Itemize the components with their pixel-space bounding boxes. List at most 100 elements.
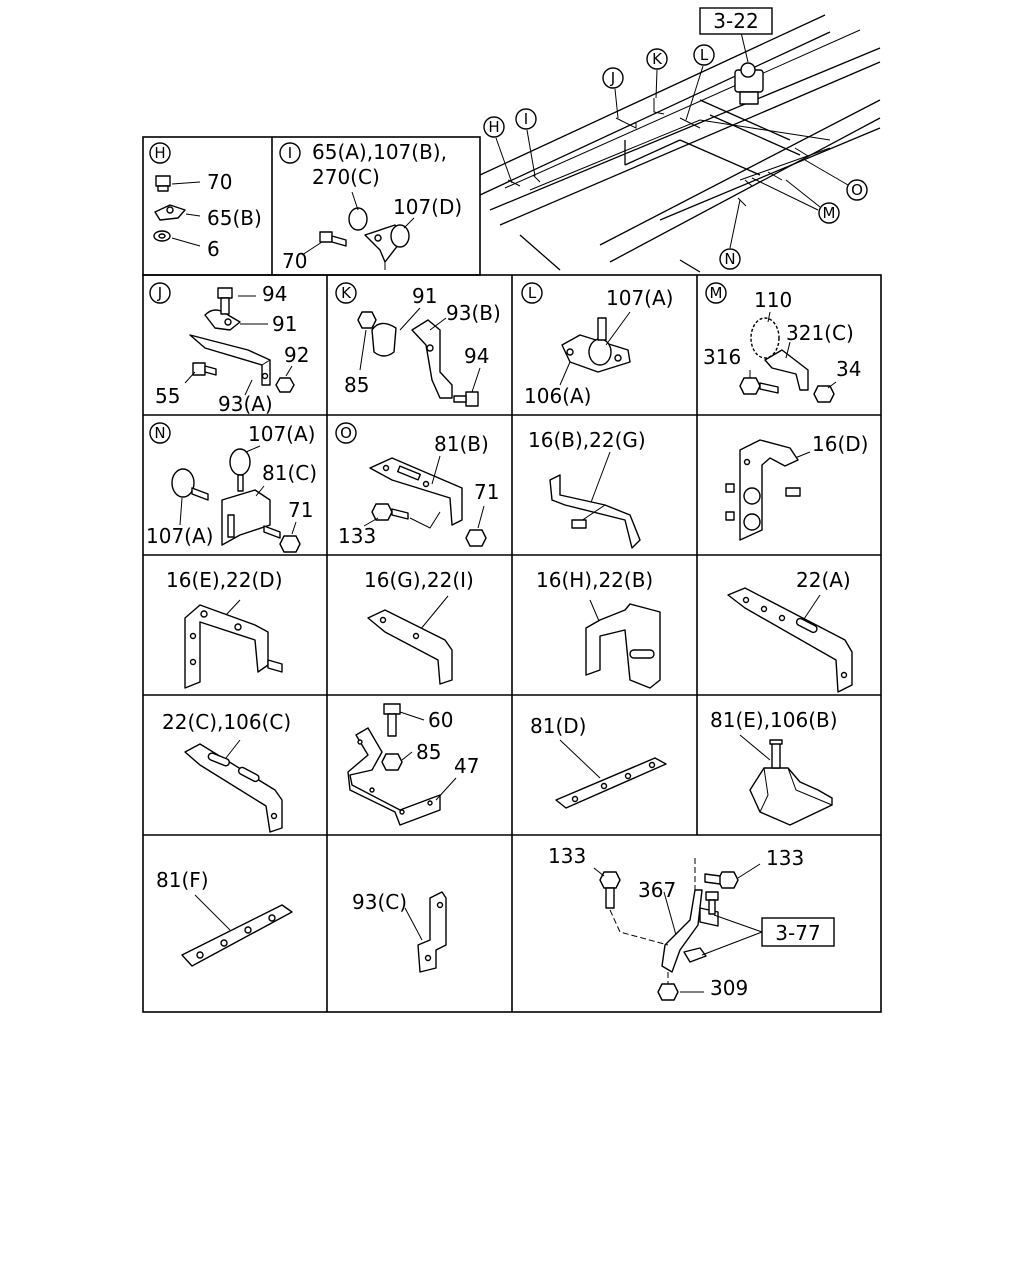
nut-309 — [657, 983, 679, 1001]
svg-text:133: 133 — [766, 846, 804, 870]
nut-85-c — [381, 753, 403, 771]
cell-16b-22g: 16(B),22(G) — [528, 428, 646, 549]
clamp-107a-n-left — [171, 468, 209, 501]
bolt-70 — [155, 175, 171, 192]
bracket-16g — [367, 609, 453, 685]
cell-N: N 107(A) 81(C) 71 107(A) — [146, 422, 317, 553]
svg-text:N: N — [724, 250, 735, 268]
svg-text:93(C): 93(C) — [352, 890, 407, 914]
bracket-107d-clip — [348, 207, 410, 263]
svg-text:3-22: 3-22 — [713, 9, 758, 33]
svg-text:270(C): 270(C) — [312, 165, 380, 189]
cell-L: L 107(A) 106(A) — [521, 282, 673, 408]
callout-O-overview: O — [846, 179, 868, 201]
svg-text:81(C): 81(C) — [262, 461, 317, 485]
svg-text:M: M — [823, 204, 836, 222]
cell-22a: 22(A) — [727, 568, 853, 693]
cell-60-85-47: 60 85 47 — [347, 703, 479, 826]
callout-M-overview: M — [818, 202, 840, 224]
cell-22c-106c: 22(C),106(C) — [162, 710, 291, 833]
cell-81f: 81(F) — [156, 868, 293, 967]
svg-text:16(D): 16(D) — [812, 432, 868, 456]
svg-text:81(E),106(B): 81(E),106(B) — [710, 708, 838, 732]
nut-85 — [357, 311, 377, 329]
svg-text:65(A),107(B),: 65(A),107(B), — [312, 140, 447, 164]
callout-L-overview: L — [693, 44, 715, 66]
bolt-right-small — [705, 891, 719, 915]
clip-65b — [154, 204, 186, 221]
svg-text:81(D): 81(D) — [530, 714, 586, 738]
svg-text:H: H — [488, 118, 499, 136]
svg-text:I: I — [288, 144, 292, 162]
svg-text:309: 309 — [710, 976, 748, 1000]
svg-text:110: 110 — [754, 288, 792, 312]
bolt-71 — [263, 525, 301, 553]
clip-91-k — [371, 322, 397, 357]
svg-text:81(B): 81(B) — [434, 432, 489, 456]
nut-34 — [813, 385, 835, 403]
svg-text:I: I — [524, 110, 528, 128]
svg-text:N: N — [154, 424, 165, 442]
svg-text:70: 70 — [282, 249, 307, 273]
svg-text:L: L — [700, 46, 709, 64]
svg-text:85: 85 — [416, 740, 441, 764]
clamp-107a-l — [588, 317, 612, 366]
svg-text:71: 71 — [288, 498, 313, 522]
svg-text:92: 92 — [284, 343, 309, 367]
svg-text:47: 47 — [454, 754, 479, 778]
bracket-16h — [585, 603, 661, 689]
svg-text:93(A): 93(A) — [218, 392, 273, 416]
bracket-16b — [549, 474, 641, 549]
svg-text:L: L — [528, 284, 537, 302]
svg-text:107(A): 107(A) — [248, 422, 315, 446]
cell-133-367-309: 133 133 367 309 — [548, 844, 835, 1001]
cell-K: K 91 93(B) 85 94 — [335, 282, 501, 407]
cell-16d: 16(D) — [725, 432, 868, 541]
svg-text:106(A): 106(A) — [524, 384, 591, 408]
bolt-316 — [739, 377, 779, 395]
cell-81e-106b: 81(E),106(B) — [710, 708, 838, 826]
svg-text:34: 34 — [836, 357, 861, 381]
svg-text:91: 91 — [412, 284, 437, 308]
svg-text:M: M — [710, 284, 723, 302]
svg-text:321(C): 321(C) — [786, 321, 854, 345]
svg-text:16(G),22(I): 16(G),22(I) — [364, 568, 474, 592]
plate-81f — [181, 904, 293, 967]
fitting — [683, 947, 707, 963]
cell-81d: 81(D) — [530, 714, 667, 809]
svg-text:91: 91 — [272, 312, 297, 336]
bolt-55 — [192, 362, 217, 376]
chassis-overview: H I J K L O M N 3-22 — [479, 7, 881, 273]
bracket-81e — [749, 739, 833, 826]
cell-16g-22i: 16(G),22(I) — [364, 568, 474, 685]
svg-text:133: 133 — [338, 524, 376, 548]
bolt-70-i — [319, 231, 347, 247]
svg-text:3-77: 3-77 — [775, 921, 820, 945]
svg-text:J: J — [610, 69, 615, 87]
bolt-94-k — [453, 391, 479, 407]
svg-text:O: O — [340, 424, 352, 442]
callout-N-overview: N — [719, 248, 741, 270]
bracket-93b — [411, 319, 453, 399]
parts-grid — [142, 136, 882, 1013]
svg-text:316: 316 — [703, 345, 741, 369]
washer-6 — [153, 230, 171, 242]
bracket-81c — [221, 489, 271, 546]
bracket-22c — [184, 743, 283, 833]
ref-3-77-box[interactable]: 3-77 — [761, 917, 835, 947]
svg-text:133: 133 — [548, 844, 586, 868]
bracket-22a — [727, 587, 853, 693]
svg-text:85: 85 — [344, 373, 369, 397]
cell-O: O 81(B) 71 133 — [335, 422, 499, 548]
cell-93c: 93(C) — [352, 890, 447, 973]
svg-text:H: H — [154, 144, 165, 162]
svg-text:70: 70 — [207, 170, 232, 194]
svg-text:65(B): 65(B) — [207, 206, 262, 230]
svg-text:22(C),106(C): 22(C),106(C) — [162, 710, 291, 734]
bracket-16e — [184, 604, 283, 689]
svg-text:60: 60 — [428, 708, 453, 732]
ref-3-22-box[interactable]: 3-22 — [699, 7, 773, 35]
bracket-93c — [417, 891, 447, 973]
svg-text:16(H),22(B): 16(H),22(B) — [536, 568, 653, 592]
nut-71-o — [465, 529, 487, 547]
